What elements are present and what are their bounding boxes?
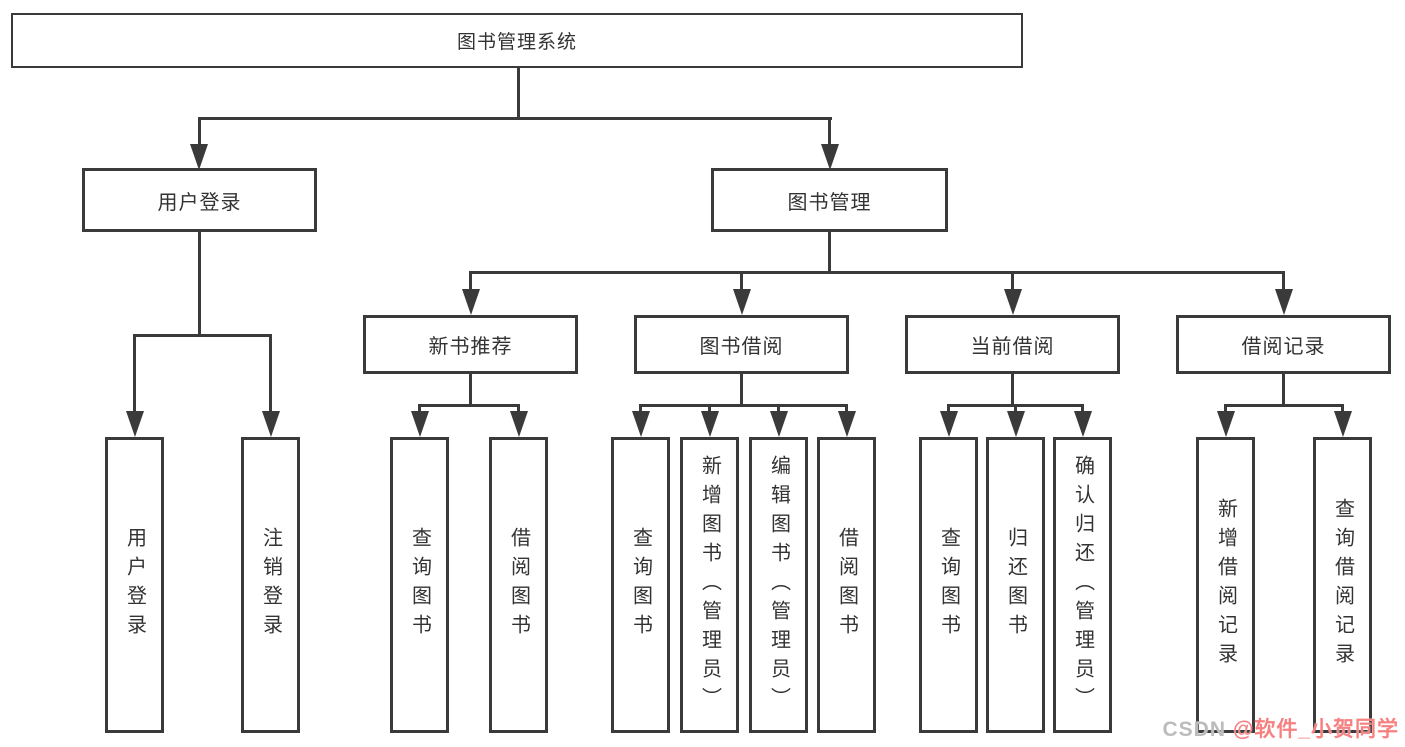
leaf-query-books: 查询图书 (919, 437, 978, 733)
arrowhead-icon (732, 289, 751, 315)
connector-line (1282, 374, 1285, 406)
leaf-label: 查询图书 (629, 527, 652, 643)
node-book-borrowing: 图书借阅 (634, 315, 849, 374)
arrowhead-icon (700, 411, 719, 437)
node-borrowing-records: 借阅记录 (1176, 315, 1391, 374)
connector-line (1341, 405, 1344, 413)
node-new-book-recommendation: 新书推荐 (363, 315, 578, 374)
node-library-management-system: 图书管理系统 (11, 13, 1023, 68)
arrowhead-icon (631, 411, 650, 437)
connector-line (133, 335, 136, 413)
leaf-label: 编辑图书（管理员） (767, 454, 790, 716)
leaf-logout: 注销登录 (241, 437, 300, 733)
connector-line (708, 405, 711, 413)
connector-line (516, 68, 520, 118)
arrowhead-icon (837, 411, 856, 437)
leaf-label: 新增图书（管理员） (698, 454, 721, 716)
connector-line (469, 270, 1285, 274)
leaf-query-books: 查询图书 (611, 437, 670, 733)
arrowhead-icon (939, 411, 958, 437)
leaf-label: 确认归还（管理员） (1071, 454, 1094, 716)
leaf-borrow-books: 借阅图书 (489, 437, 548, 733)
leaf-add-borrow-record: 新增借阅记录 (1196, 437, 1255, 733)
node-label: 图书管理系统 (456, 32, 577, 53)
connector-line (777, 405, 780, 413)
leaf-label: 新增借阅记录 (1214, 498, 1237, 672)
arrowhead-icon (769, 411, 788, 437)
connector-line (828, 232, 831, 273)
leaf-label: 注销登录 (259, 527, 282, 643)
leaf-return-books: 归还图书 (986, 437, 1045, 733)
node-label: 图书借阅 (699, 336, 784, 358)
node-user-login: 用户登录 (82, 168, 317, 232)
arrowhead-icon (1333, 411, 1352, 437)
leaf-label: 借阅图书 (835, 527, 858, 643)
connector-line (1081, 405, 1084, 413)
arrowhead-icon (820, 144, 839, 170)
leaf-label: 归还图书 (1004, 527, 1027, 643)
arrowhead-icon (261, 411, 280, 437)
connector-line (1282, 272, 1285, 291)
arrowhead-icon (410, 411, 429, 437)
connector-line (269, 335, 272, 413)
connector-line (469, 272, 472, 291)
connector-line (1011, 374, 1014, 406)
arrowhead-icon (190, 144, 208, 170)
arrowhead-icon (125, 411, 144, 437)
leaf-label: 查询借阅记录 (1331, 498, 1354, 672)
connector-line (469, 374, 472, 406)
node-label: 图书管理 (787, 191, 872, 214)
leaf-label: 查询图书 (408, 527, 431, 643)
arrowhead-icon (1003, 289, 1022, 315)
leaf-label: 用户登录 (123, 527, 146, 643)
connector-line (198, 232, 201, 336)
connector-line (418, 403, 520, 407)
leaf-query-books: 查询图书 (390, 437, 449, 733)
connector-line (639, 405, 642, 413)
connector-line (517, 405, 520, 413)
connector-line (1224, 403, 1344, 407)
connector-line (845, 405, 848, 413)
leaf-query-borrow-record: 查询借阅记录 (1313, 437, 1372, 733)
node-book-management: 图书管理 (711, 168, 948, 232)
node-label: 用户登录 (157, 191, 242, 214)
node-label: 新书推荐 (428, 336, 513, 358)
connector-line (947, 405, 950, 413)
leaf-confirm-return-admin: 确认归还（管理员） (1053, 437, 1112, 733)
leaf-borrow-books: 借阅图书 (817, 437, 876, 733)
node-label: 当前借阅 (970, 336, 1055, 358)
arrowhead-icon (1073, 411, 1092, 437)
node-current-borrowing: 当前借阅 (905, 315, 1120, 374)
leaf-user-login: 用户登录 (105, 437, 164, 733)
connector-line (197, 118, 201, 146)
connector-line (740, 272, 743, 291)
connector-line (418, 405, 421, 413)
arrowhead-icon (461, 289, 480, 315)
arrowhead-icon (1006, 411, 1025, 437)
watermark-prefix: CSDN (1162, 718, 1233, 741)
arrowhead-icon (1274, 289, 1293, 315)
leaf-add-books-admin: 新增图书（管理员） (680, 437, 739, 733)
leaf-label: 查询图书 (937, 527, 960, 643)
arrowhead-icon (1216, 411, 1235, 437)
leaf-label: 借阅图书 (507, 527, 530, 643)
connector-line (740, 374, 743, 406)
watermark-handle: @软件_小贺同学 (1232, 718, 1399, 741)
connector-line (1224, 405, 1227, 413)
csdn-watermark: CSDN @软件_小贺同学 (1163, 713, 1400, 743)
connector-line (133, 333, 272, 337)
connector-line (1011, 272, 1014, 291)
connector-line (197, 116, 832, 120)
leaf-edit-books-admin: 编辑图书（管理员） (749, 437, 808, 733)
node-label: 借阅记录 (1241, 336, 1326, 358)
connector-line (1014, 405, 1017, 413)
connector-line (639, 403, 848, 407)
connector-line (828, 118, 831, 146)
arrowhead-icon (509, 411, 528, 437)
